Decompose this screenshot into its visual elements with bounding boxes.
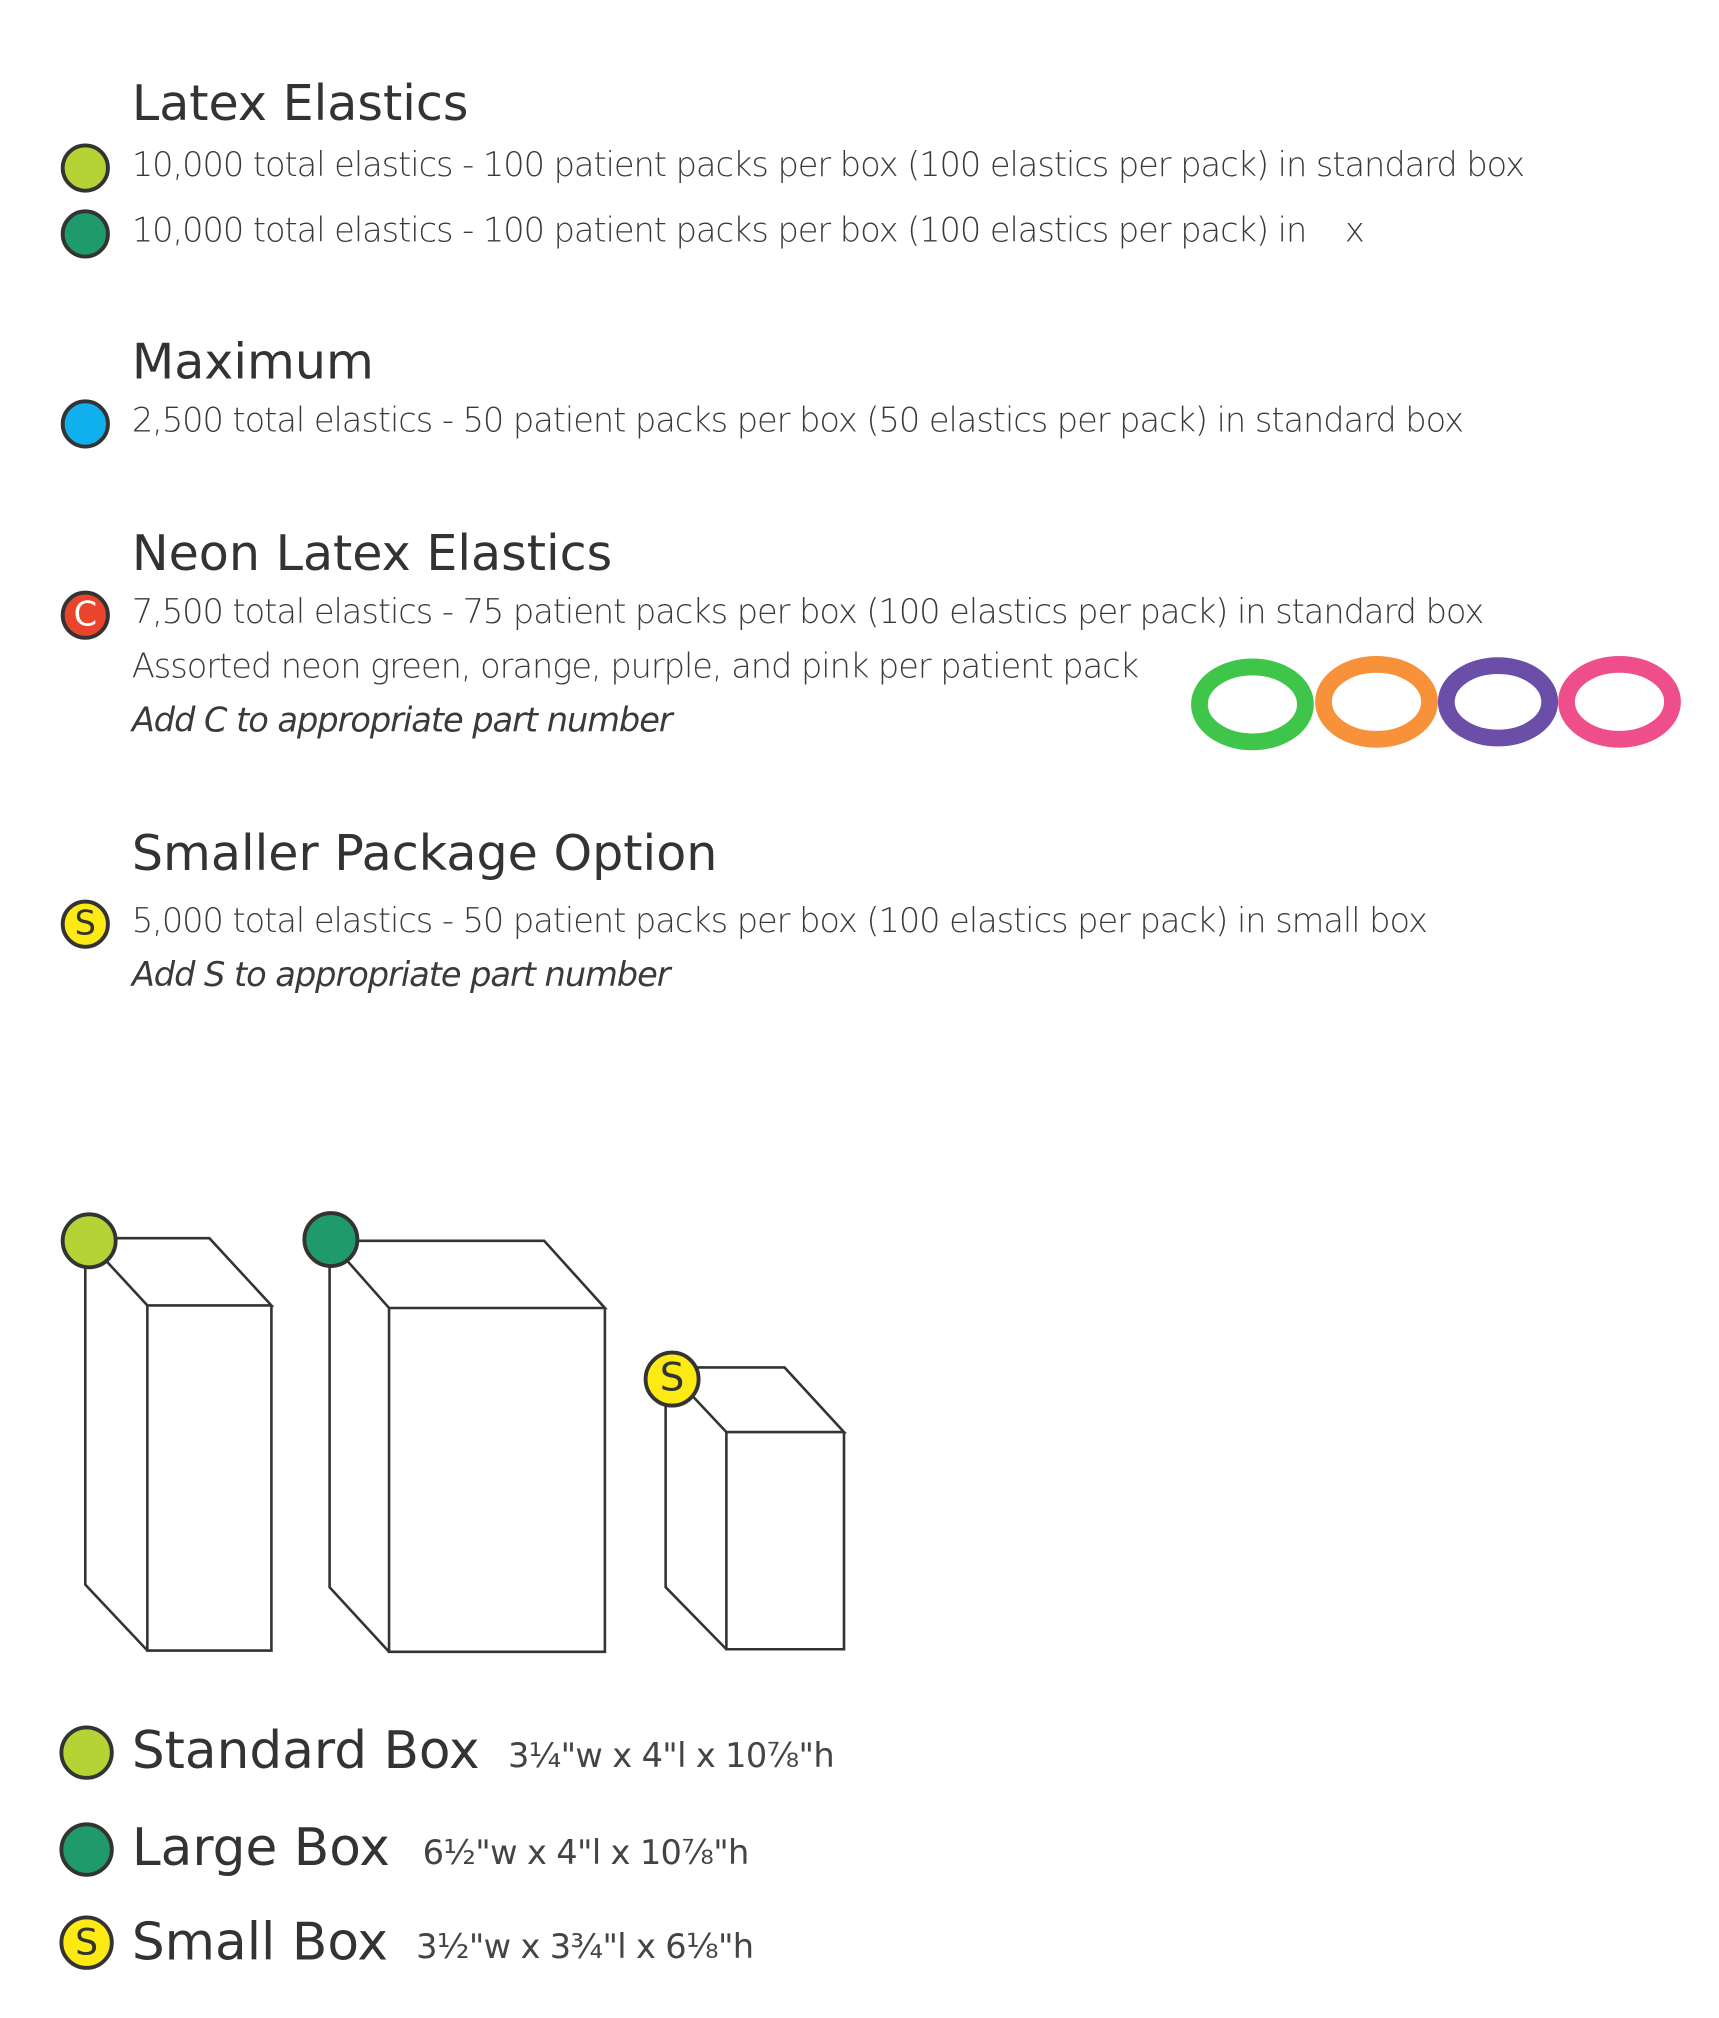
smaller-line-2: Add S to appropriate part number <box>131 956 671 996</box>
large-box-marker-icon <box>302 1211 360 1268</box>
legend-large-label: Large Box <box>131 1818 390 1879</box>
small-box-legend-icon: S <box>59 1915 114 1970</box>
ring-green <box>1191 658 1314 751</box>
ring-purple <box>1437 657 1559 747</box>
neon-rings-image <box>1191 655 1681 751</box>
latex-line-1: 10,000 total elastics - 100 patient pack… <box>131 146 1525 185</box>
standard-box-marker-icon <box>60 1212 118 1270</box>
legend-small-dims: 3½"w x 3¾"l x 6⅛"h <box>416 1928 754 1968</box>
ring-orange <box>1315 655 1438 748</box>
small-box-marker-icon: S <box>643 1350 701 1408</box>
blue-dot-icon <box>60 399 110 449</box>
legend-standard-dims: 3¼"w x 4"l x 10⅞"h <box>507 1737 835 1776</box>
large-box-legend-icon <box>59 1822 114 1877</box>
legend-standard-label: Standard Box <box>131 1721 480 1782</box>
smaller-line-1: 5,000 total elastics - 50 patient packs … <box>131 902 1428 941</box>
latex-line-2: 10,000 total elastics - 100 patient pack… <box>131 211 1365 251</box>
ring-pink <box>1558 655 1681 748</box>
standard-box-drawing <box>82 1236 275 1652</box>
neon-line-3: Add C to appropriate part number <box>131 701 673 741</box>
lime-dot-icon <box>60 143 110 193</box>
legend-large-dims: 6½"w x 4"l x 10⅞"h <box>422 1834 750 1873</box>
s-marker-icon: S <box>60 899 110 949</box>
neon-line-1: 7,500 total elastics - 75 patient packs … <box>131 593 1484 633</box>
standard-box-legend-icon <box>59 1725 114 1780</box>
large-box-drawing <box>326 1239 608 1654</box>
green-dot-icon <box>60 209 110 259</box>
section-title-neon: Neon Latex Elastics <box>131 524 613 582</box>
section-title-smaller: Smaller Package Option <box>131 824 718 882</box>
small-box-drawing <box>662 1366 847 1651</box>
legend-small-label: Small Box <box>131 1912 388 1973</box>
section-title-maximum: Maximum <box>131 333 374 391</box>
c-marker-icon: C <box>60 590 110 640</box>
neon-line-2: Assorted neon green, orange, purple, and… <box>131 647 1139 687</box>
maximum-line-1: 2,500 total elastics - 50 patient packs … <box>131 401 1464 441</box>
section-title-latex: Latex Elastics <box>131 74 469 132</box>
